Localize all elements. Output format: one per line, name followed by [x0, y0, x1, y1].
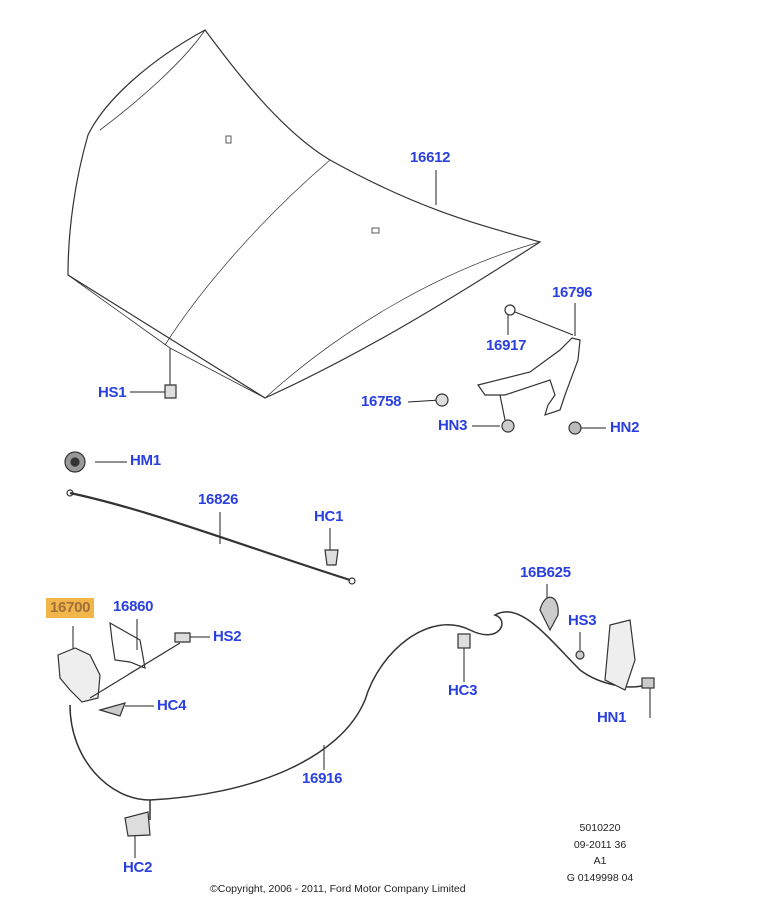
clip-hn1	[641, 677, 655, 689]
label-hc2[interactable]: HC2	[123, 859, 153, 876]
label-16916[interactable]: 16916	[302, 770, 343, 787]
ref-line-2: 09-2011 36	[573, 839, 627, 851]
label-hs3[interactable]: HS3	[568, 612, 597, 629]
label-16700-highlighted[interactable]: 16700	[46, 598, 95, 618]
copyright: ©Copyright, 2006 - 2011, Ford Motor Comp…	[210, 883, 466, 895]
label-hn3[interactable]: HN3	[438, 417, 468, 434]
label-16796[interactable]: 16796	[552, 284, 593, 301]
label-hn2[interactable]: HN2	[610, 419, 640, 436]
label-hc4[interactable]: HC4	[157, 697, 187, 714]
label-hs1[interactable]: HS1	[98, 384, 127, 401]
label-16826[interactable]: 16826	[198, 491, 239, 508]
release-cable	[69, 611, 646, 801]
prop-rod	[69, 491, 351, 582]
ref-line-4: G 0149998 04	[566, 872, 634, 884]
label-hs2[interactable]: HS2	[213, 628, 242, 645]
leader-lines	[72, 170, 651, 858]
label-hm1[interactable]: HM1	[130, 452, 161, 469]
ref-line-1: 5010220	[579, 822, 621, 834]
label-16b625[interactable]: 16B625	[520, 564, 571, 581]
hood-panel	[67, 29, 542, 399]
label-16612[interactable]: 16612	[410, 149, 451, 166]
bolt-hs1	[164, 384, 177, 399]
label-16860[interactable]: 16860	[113, 598, 154, 615]
label-16758[interactable]: 16758	[361, 393, 402, 410]
label-16917[interactable]: 16917	[486, 337, 527, 354]
clip-hc3	[457, 633, 471, 649]
label-hc3[interactable]: HC3	[448, 682, 478, 699]
release-handle	[539, 596, 559, 632]
hood-latch	[57, 621, 191, 717]
label-hc1[interactable]: HC1	[314, 508, 344, 525]
clip-hc2	[124, 811, 151, 837]
release-handle-bracket	[604, 619, 636, 691]
ref-line-3: A1	[593, 855, 607, 867]
hood-hinge	[435, 304, 582, 435]
clip-hc1	[324, 549, 339, 566]
label-hn1[interactable]: HN1	[597, 709, 627, 726]
